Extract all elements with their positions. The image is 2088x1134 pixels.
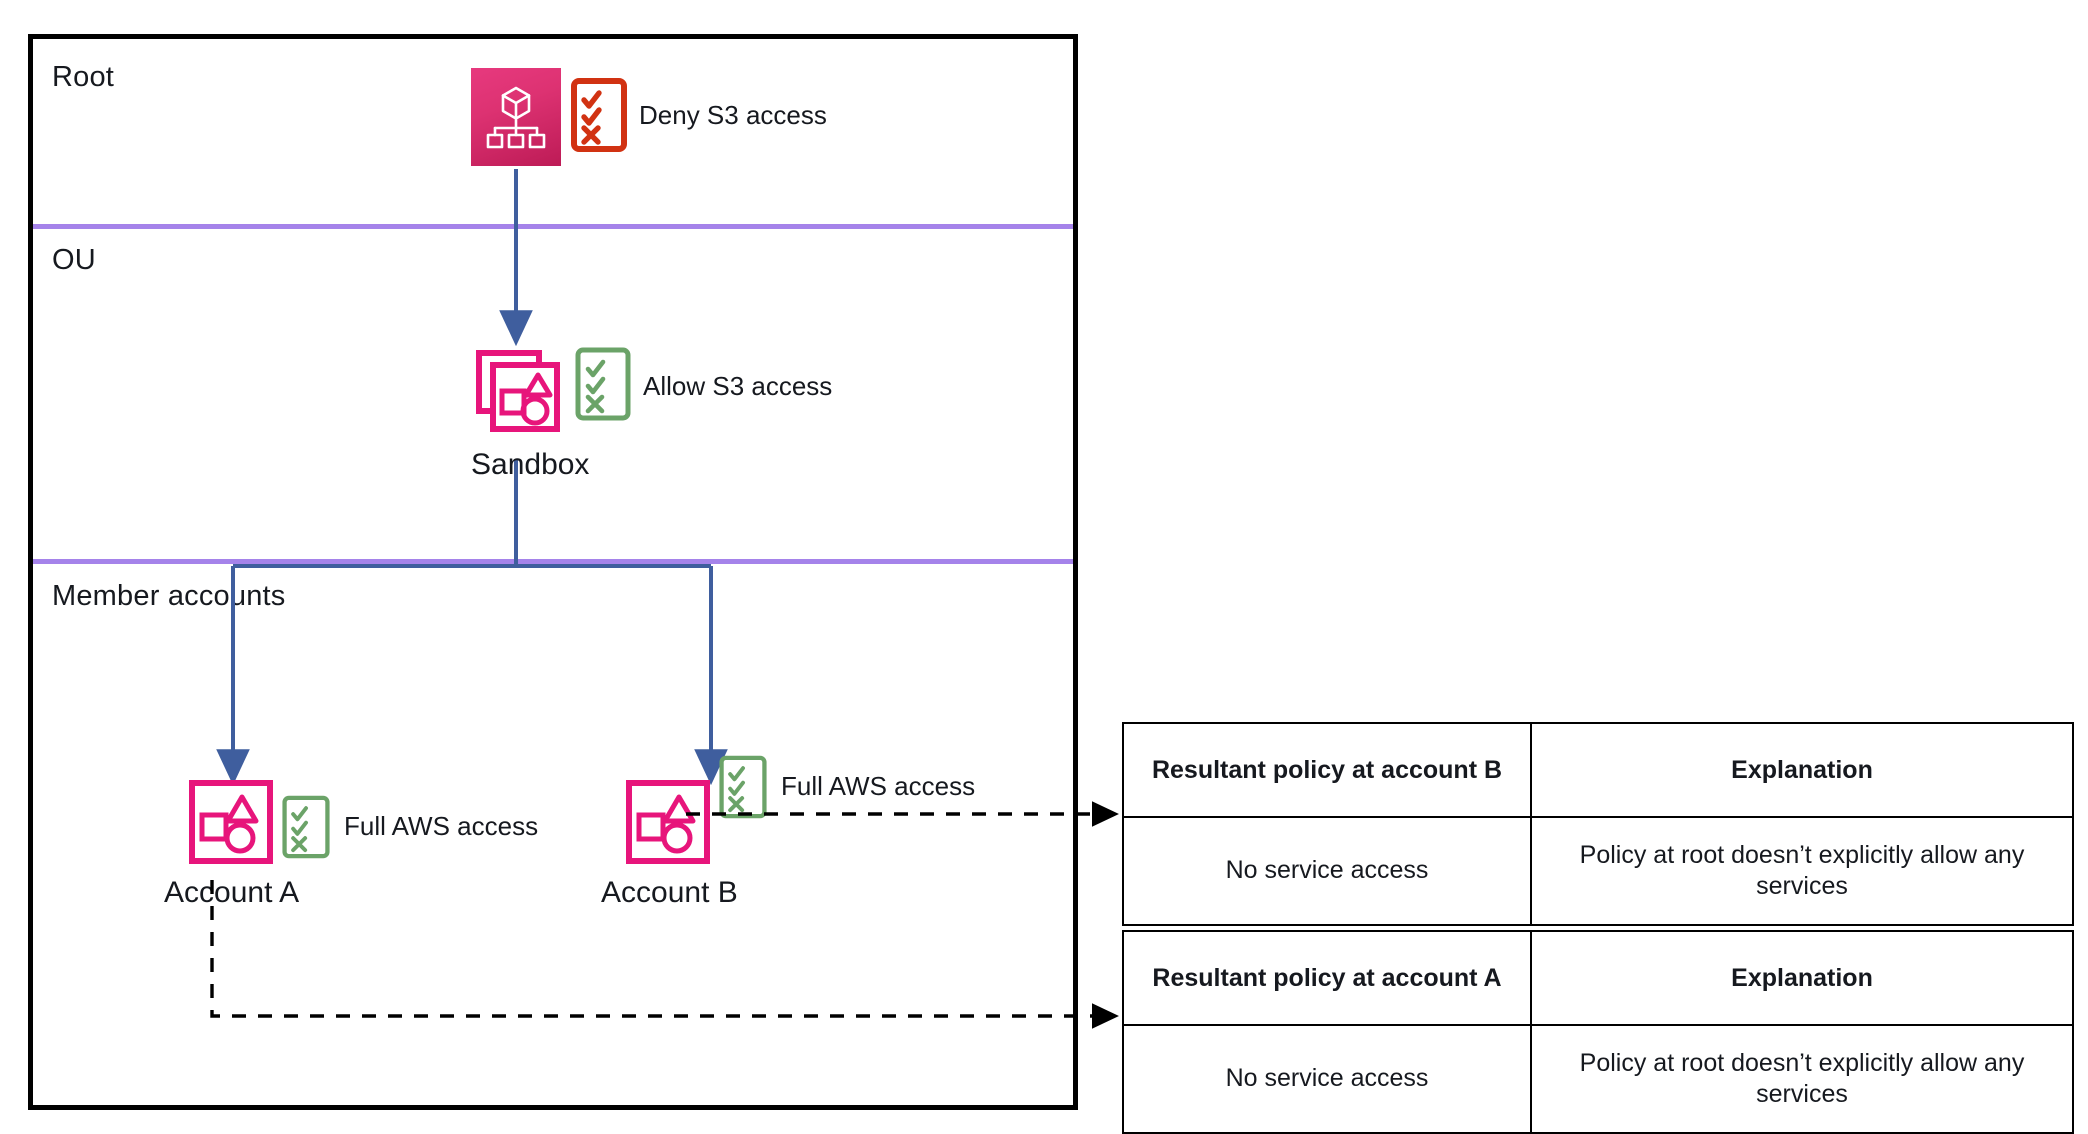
table-header-row: Resultant policy at account A Explanatio…: [1122, 930, 2074, 1026]
table-header-row: Resultant policy at account B Explanatio…: [1122, 722, 2074, 818]
resultant-policy-table-account-b: Resultant policy at account B Explanatio…: [1122, 722, 2074, 926]
policy-checklist-allow-icon: [282, 795, 330, 859]
policy-checklist-allow-icon: [575, 347, 631, 421]
organizational-unit-glyph: [476, 350, 560, 432]
node-root-organization[interactable]: Deny S3 access: [471, 68, 827, 166]
table-cell-resultant-policy: No service access: [1122, 816, 1532, 926]
table-cell-resultant-policy: No service access: [1122, 1024, 1532, 1134]
table-row: No service access Policy at root doesn’t…: [1122, 816, 2074, 926]
table-header-cell: Explanation: [1530, 930, 2074, 1026]
table-header-cell: Resultant policy at account A: [1122, 930, 1532, 1026]
policy-label-account-a: Full AWS access: [344, 811, 539, 841]
node-account-a[interactable]: Full AWS access Account A: [164, 779, 539, 910]
table-header-cell: Resultant policy at account B: [1122, 722, 1532, 818]
aws-account-icon: [625, 779, 711, 870]
aws-organizations-icon: [471, 68, 561, 166]
lane-divider-root-ou: [33, 224, 1073, 229]
table-cell-explanation: Policy at root doesn’t explicitly allow …: [1530, 1024, 2074, 1134]
node-caption-account-b: Account B: [601, 876, 738, 909]
table-header-cell: Explanation: [1530, 722, 2074, 818]
node-sandbox-ou[interactable]: Allow S3 access Sandbox: [471, 339, 832, 482]
lane-label-ou: OU: [52, 244, 96, 276]
lane-label-root: Root: [52, 61, 115, 93]
node-account-b[interactable]: Full AWS access Account B: [601, 755, 975, 910]
policy-checklist-allow-icon: [719, 755, 767, 819]
policy-label-sandbox: Allow S3 access: [643, 371, 833, 401]
table-cell-explanation: Policy at root doesn’t explicitly allow …: [1530, 816, 2074, 926]
organizational-unit-icon: [471, 339, 567, 442]
node-caption-sandbox: Sandbox: [471, 448, 590, 481]
policy-checklist-deny-icon: [571, 78, 627, 152]
lane-divider-ou-member: [33, 559, 1073, 564]
aws-account-glyph: [626, 780, 710, 864]
policy-label-account-b: Full AWS access: [781, 771, 976, 801]
resultant-policy-table-account-a: Resultant policy at account A Explanatio…: [1122, 930, 2074, 1134]
lane-label-member: Member accounts: [52, 580, 286, 612]
tree-connectors: [216, 169, 728, 786]
diagram-frame: Root OU Member accounts: [28, 34, 1078, 1110]
table-row: No service access Policy at root doesn’t…: [1122, 1024, 2074, 1134]
aws-account-glyph: [189, 780, 273, 864]
aws-organizations-glyph: [486, 86, 546, 149]
node-caption-account-a: Account A: [164, 876, 300, 909]
policy-label-root: Deny S3 access: [639, 100, 827, 130]
aws-account-icon: [188, 779, 274, 870]
